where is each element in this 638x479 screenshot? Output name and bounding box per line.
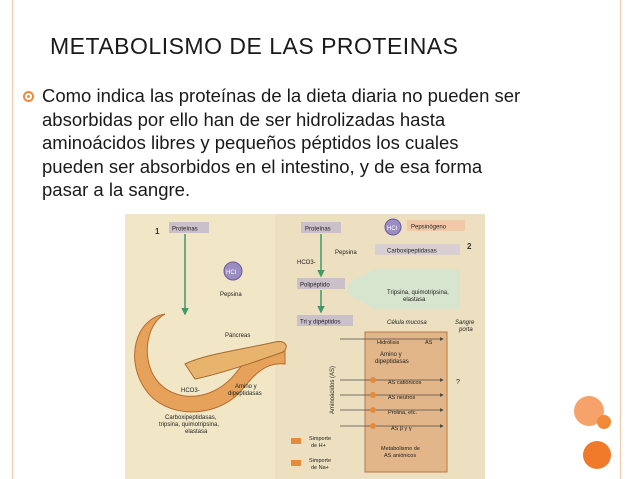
panel2-tri-dipeptidos-label: Tri y dipéptidos [300, 320, 340, 326]
panel1-hcl-label: HCl [226, 270, 236, 276]
slide-border-right [620, 0, 621, 479]
bullet-line: pasar a la sangre. [42, 179, 191, 200]
panel2-metabolismo-label-1: Metabolismo de [381, 446, 420, 452]
panel2-simporte-h-label-1: Simporte [309, 436, 331, 442]
panel2-pepsina-label: Pepsina [335, 250, 357, 256]
panel2-enzyme-funnel [347, 269, 460, 309]
panel2-pepsinogeno-label: Pepsinógeno [411, 225, 447, 231]
panel1-carboxi-label-1: Carboxipeptidasas, [165, 415, 217, 421]
panel2-prolina-label: Prolina, etc. [388, 410, 418, 416]
panel2-carboxipeptidasas-box [375, 244, 460, 255]
panel2-number: 2 [467, 242, 472, 251]
panel2-hcl-circle [384, 218, 402, 236]
panel2-simporte-h-label-2: de H+ [311, 443, 326, 449]
panel2-proteinas-label: Proteínas [305, 227, 331, 233]
panel1-proteinas-box [169, 222, 209, 233]
panel1-proteinas-label: Proteínas [172, 227, 198, 233]
panel2-hcl-label: HCl [387, 226, 397, 232]
panel2-polipeptido-label: Polipéptido [300, 283, 330, 289]
panel2-simporte-na-label-2: de Na+ [311, 465, 329, 471]
panel1-amino-label-2: dipeptidasas [228, 391, 262, 397]
panel2-tri-dipeptidos-box [297, 315, 353, 326]
panel1-pepsina-label: Pepsina [220, 292, 242, 298]
panel1-hco3-label: HCO3- [181, 388, 200, 394]
panel1-carboxi-label-3: elastasa [185, 429, 208, 435]
bullet-line: absorbidas por ello han de ser hidroliza… [42, 108, 446, 130]
panel2-tripsina-label-1: Tripsina, quimotripsina, [387, 290, 449, 296]
protein-digestion-figure: 1 Proteínas HCl Pepsina Páncreas HCO3- A… [125, 214, 485, 479]
panel2-simporte-na-label-1: Simporte [309, 458, 331, 464]
bullet-icon [23, 91, 34, 102]
panel2-carboxipeptidasas-label: Carboxipeptidasas [387, 249, 437, 255]
panel2-pepsinogeno-box [407, 220, 465, 231]
pancreas-illustration [184, 341, 287, 380]
panel2-celula-mucosa-label: Célula mucosa [387, 320, 427, 326]
panel2-polipeptido-box [297, 278, 345, 289]
panel1-number: 1 [155, 227, 160, 236]
transporter-dot [370, 407, 376, 413]
panel2-tripsina-label-2: elastasa [403, 297, 426, 303]
panel2-as-beta-label: AS β y γ [391, 426, 412, 432]
panel2-amino-label-1: Amino y [380, 352, 402, 358]
bullet-text: Como indica las proteínas de la dieta di… [42, 84, 612, 202]
bullet-line: Como indica las proteínas de la dieta di… [42, 85, 521, 106]
slide-border-left [12, 0, 13, 479]
transporter-dot [370, 377, 376, 383]
orange-circle-decoration [583, 441, 611, 469]
simporte-na-symbol [291, 460, 301, 466]
mucosa-cell [364, 331, 448, 473]
transporter-dot [370, 423, 376, 429]
panel2-amino-label-2: dipeptidasas [375, 359, 409, 365]
panel2-hco3-label: HCO3- [297, 260, 316, 266]
panel2-sangre-label-2: porta [458, 327, 473, 333]
panel2-as-neutros-label: AS neutros [388, 395, 415, 401]
panel2-as-cationicos-label: AS catiónicos [388, 380, 422, 386]
panel1-carboxi-label-2: tripsina, quimotripsina, [159, 422, 219, 428]
panel2-question-mark: ? [456, 379, 460, 386]
panel2-as-label: AS [425, 340, 433, 346]
panel1-pancreas-label: Páncreas [225, 333, 250, 339]
simporte-h-symbol [291, 438, 301, 444]
bullet-line: aminoácidos libres y pequeños péptidos l… [42, 132, 459, 153]
bullet-line: pueden ser absorbidos en el intestino, y… [42, 155, 483, 177]
panel2-hidrolisis-label: Hidrólisis [377, 340, 400, 346]
orange-circle-decoration [597, 415, 611, 429]
panel2-sangre-label-1: Sangre [455, 320, 475, 326]
panel1-amino-label-1: Amino y [235, 384, 257, 390]
panel2-proteinas-box [301, 222, 341, 233]
transporter-dot [370, 392, 376, 398]
panel2-metabolismo-label-2: AS aniónicos [384, 453, 416, 459]
slide-title: METABOLISMO DE LAS PROTEINAS [50, 33, 459, 59]
panel2-aminoacidos-label: Aminoácidos (AS) [330, 366, 336, 414]
panel1-hcl-circle [223, 261, 243, 281]
stomach-illustration [134, 313, 286, 413]
